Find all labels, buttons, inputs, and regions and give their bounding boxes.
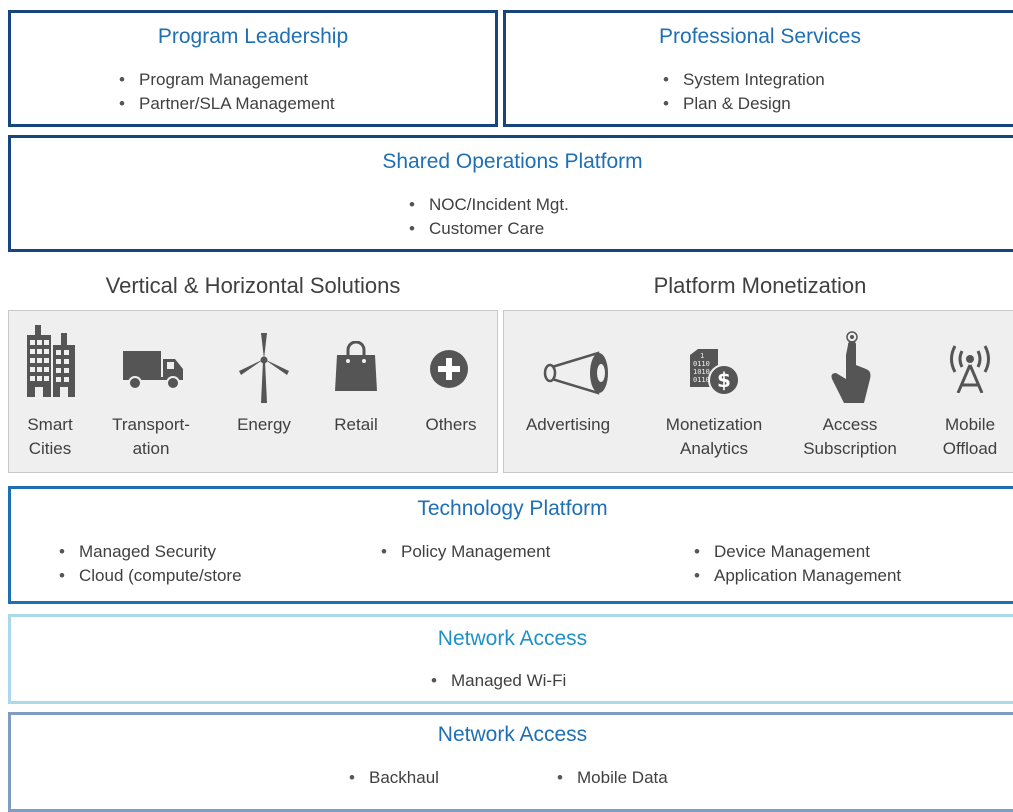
svg-text:$: $ xyxy=(717,368,731,392)
technology-platform-title: Technology Platform xyxy=(417,497,608,520)
list-item: Application Management xyxy=(694,564,901,588)
building-icon xyxy=(23,323,77,399)
megaphone-icon xyxy=(542,349,612,397)
plus-circle-icon xyxy=(429,349,469,389)
tile-label: Monetization xyxy=(665,415,763,434)
tile-label: Energy xyxy=(237,415,291,434)
network-access-backhaul-title: Network Access xyxy=(437,723,588,746)
shared-operations-list: NOC/Incident Mgt. Customer Care xyxy=(409,193,569,241)
tile-label: Access xyxy=(822,415,878,434)
list-item: Customer Care xyxy=(409,217,569,241)
list-item: Policy Management xyxy=(381,540,550,564)
list-item: System Integration xyxy=(663,68,825,92)
tile-label: Offload xyxy=(942,439,998,458)
list-item: Mobile Data xyxy=(557,766,668,790)
program-leadership-list: Program Management Partner/SLA Managemen… xyxy=(119,68,335,116)
program-leadership-box: Program Leadership Program Management Pa… xyxy=(8,10,498,127)
professional-services-list: System Integration Plan & Design xyxy=(663,68,825,116)
shared-operations-title: Shared Operations Platform xyxy=(382,150,643,173)
shopping-bag-icon xyxy=(333,340,379,391)
tile-label: Advertising xyxy=(525,415,611,434)
tile-retail: Retail xyxy=(317,311,395,474)
network-access-backhaul-box: Network Access Backhaul Mobile Data xyxy=(8,712,1013,812)
tile-others: Others xyxy=(409,311,493,474)
professional-services-box: Professional Services System Integration… xyxy=(503,10,1013,127)
platform-monetization-heading: Platform Monetization xyxy=(653,273,867,298)
list-item: Managed Wi-Fi xyxy=(431,669,566,693)
truck-icon xyxy=(121,347,187,391)
list-item: Managed Security xyxy=(59,540,242,564)
wireless-tower-icon xyxy=(942,343,998,394)
tile-transportation: Transport- ation xyxy=(99,311,203,474)
tile-label: ation xyxy=(132,439,170,458)
tile-mobile-offload: Mobile Offload xyxy=(928,311,1012,474)
svg-text:0110: 0110 xyxy=(693,360,710,368)
technology-platform-col1: Managed Security Cloud (compute/store xyxy=(59,540,242,588)
tile-label: Transport- xyxy=(112,415,190,434)
list-item: Backhaul xyxy=(349,766,439,790)
tile-access-subscription: Access Subscription xyxy=(788,311,912,474)
network-access-wifi-title: Network Access xyxy=(437,627,588,650)
list-item: Device Management xyxy=(694,540,901,564)
network-access-wifi-box: Network Access Managed Wi-Fi xyxy=(8,614,1013,704)
list-item: Plan & Design xyxy=(663,92,825,116)
svg-text:1: 1 xyxy=(700,352,704,360)
tile-label: Analytics xyxy=(679,439,749,458)
list-item: Program Management xyxy=(119,68,335,92)
vertical-solutions-panel: Smart Cities Transport- ation xyxy=(8,310,498,473)
tile-label: Retail xyxy=(334,415,378,434)
technology-platform-col3: Device Management Application Management xyxy=(694,540,901,588)
platform-monetization-panel: Advertising 1 0110 1010 0110 $ Monetizat… xyxy=(503,310,1013,473)
vertical-solutions-heading: Vertical & Horizontal Solutions xyxy=(105,273,401,298)
technology-platform-box: Technology Platform Managed Security Clo… xyxy=(8,486,1013,604)
tile-label: Mobile xyxy=(944,415,996,434)
svg-text:0110: 0110 xyxy=(693,376,710,384)
svg-text:1010: 1010 xyxy=(693,368,710,376)
network-access-backhaul-col1: Backhaul xyxy=(349,766,439,790)
tile-smart-cities: Smart Cities xyxy=(9,311,91,474)
list-item: Cloud (compute/store xyxy=(59,564,242,588)
professional-services-title: Professional Services xyxy=(659,25,861,48)
tile-energy: Energy xyxy=(219,311,309,474)
program-leadership-title: Program Leadership xyxy=(157,25,349,48)
tile-label: Subscription xyxy=(803,439,897,458)
network-access-backhaul-col2: Mobile Data xyxy=(557,766,668,790)
touch-hand-icon xyxy=(826,329,876,403)
list-item: NOC/Incident Mgt. xyxy=(409,193,569,217)
technology-platform-col2: Policy Management xyxy=(381,540,550,564)
list-item: Partner/SLA Management xyxy=(119,92,335,116)
tile-monetization-analytics: 1 0110 1010 0110 $ Monetization Analytic… xyxy=(644,311,784,474)
tile-label: Smart xyxy=(27,415,73,434)
network-access-wifi-list: Managed Wi-Fi xyxy=(431,669,566,693)
wind-turbine-icon xyxy=(237,331,291,403)
tile-label: Others xyxy=(425,415,477,434)
tile-label: Cities xyxy=(28,439,72,458)
shared-operations-box: Shared Operations Platform NOC/Incident … xyxy=(8,135,1013,252)
data-coin-icon: 1 0110 1010 0110 $ xyxy=(688,349,740,396)
tile-advertising: Advertising xyxy=(512,311,624,474)
